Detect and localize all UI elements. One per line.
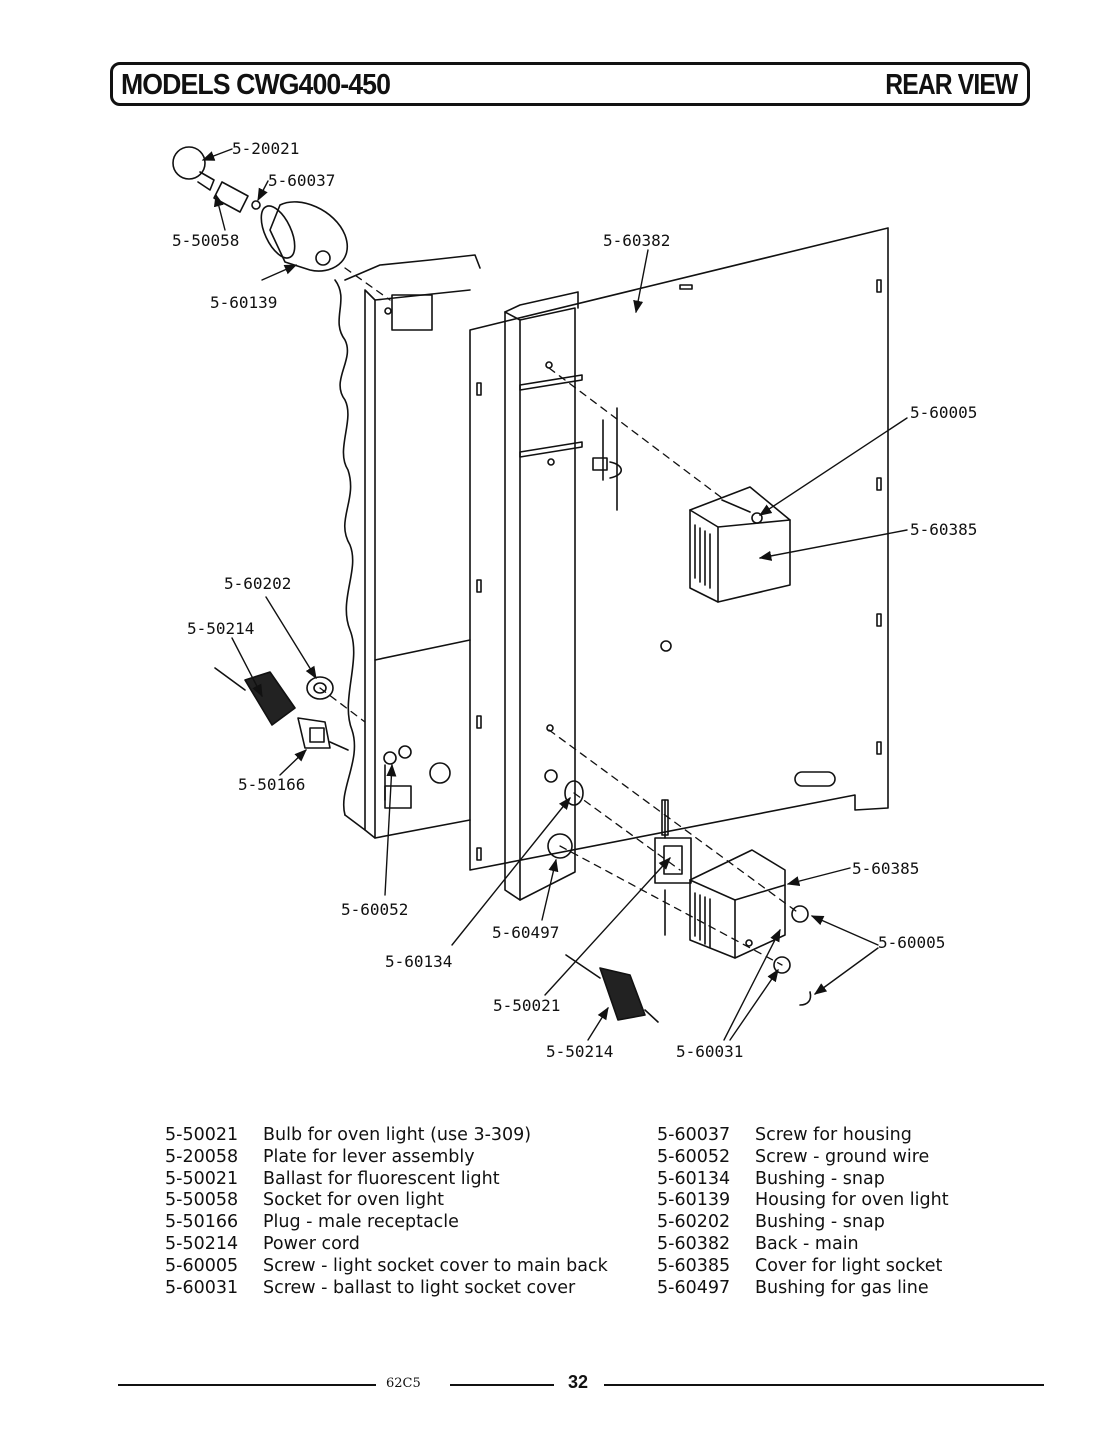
part-number: 5-20058 — [165, 1146, 239, 1167]
part-number: 5-60031 — [165, 1277, 239, 1298]
part-number: 5-50021 — [165, 1125, 239, 1145]
part-number: 5-50058 — [165, 1190, 239, 1211]
part-number: 5-50166 — [165, 1212, 239, 1233]
part-description: Ballast for fluorescent light — [263, 1168, 500, 1189]
callout-label: 5-60031 — [676, 1042, 743, 1061]
footer-rule-middle — [450, 1384, 554, 1386]
part-description: Housing for oven light — [755, 1190, 949, 1211]
part-number: 5-60497 — [657, 1277, 731, 1298]
parts-row: 5-50058 Socket for oven light — [165, 1190, 615, 1212]
callout-label: 5-50021 — [493, 996, 560, 1015]
parts-row: 5-60382 Back - main — [657, 1234, 1017, 1256]
parts-row: 5-60497 Bushing for gas line — [657, 1278, 1017, 1300]
parts-row: 5-50166 Plug - male receptacle — [165, 1212, 615, 1234]
footer-code: 62C5 — [386, 1376, 421, 1391]
callout-label: 5-60385 — [910, 520, 977, 539]
part-description: Plug - male receptacle — [263, 1212, 459, 1233]
part-number: 5-60037 — [657, 1125, 731, 1145]
part-description: Back - main — [755, 1233, 859, 1254]
part-description: Screw for housing — [755, 1125, 912, 1145]
part-description: Bulb for oven light (use 3-309) — [263, 1125, 532, 1145]
part-number: 5-60052 — [657, 1146, 731, 1167]
parts-row: 5-20058 Plate for lever assembly — [165, 1147, 615, 1169]
callout-label: 5-50166 — [238, 775, 305, 794]
callout-label: 5-60385 — [852, 859, 919, 878]
callout-label: 5-60202 — [224, 574, 291, 593]
callout-label: 5-60052 — [341, 900, 408, 919]
lower-ballast-cover — [654, 799, 809, 974]
part-description: Plate for lever assembly — [263, 1146, 475, 1167]
page-number: 32 — [568, 1372, 589, 1392]
callout-label: 5-60134 — [385, 952, 452, 971]
part-description: Bushing - snap — [755, 1212, 885, 1233]
part-number: 5-60202 — [657, 1212, 731, 1233]
parts-list-right: 5-60037 Screw for housing 5-60052 Screw - … — [657, 1125, 1017, 1299]
part-number: 5-60385 — [657, 1255, 731, 1276]
callout-label: 5-50058 — [172, 231, 239, 250]
parts-list-left: 5-50021 Bulb for oven light (use 3-309) 5… — [165, 1125, 615, 1299]
callout-label: 5-60382 — [603, 231, 670, 250]
parts-row: 5-60134 Bushing - snap — [657, 1169, 1017, 1191]
header-title: MODELS CWG400-450 — [121, 69, 391, 101]
parts-row: 5-60139 Housing for oven light — [657, 1190, 1017, 1212]
upper-ballast-cover — [689, 486, 791, 603]
callout-label: 5-60005 — [910, 403, 977, 422]
footer-rule-left — [118, 1384, 376, 1386]
lower-fittings — [564, 780, 812, 1023]
leader-arrows — [201, 148, 908, 1041]
exploded-diagram: 5-20021 5-60037 5-50058 5-60139 5-60382 … — [172, 139, 977, 1061]
part-number: 5-50021 — [165, 1168, 239, 1189]
part-description: Screw - ballast to light socket cover — [263, 1277, 576, 1298]
oven-light-housing — [172, 146, 348, 272]
callout-label: 5-60497 — [492, 923, 559, 942]
parts-row: 5-60202 Bushing - snap — [657, 1212, 1017, 1234]
part-description: Bushing - snap — [755, 1168, 885, 1189]
page-header: MODELS CWG400-450 REAR VIEW — [110, 62, 1030, 106]
parts-row: 5-60005 Screw - light socket cover to mai… — [165, 1256, 615, 1278]
callout-label: 5-60139 — [210, 293, 277, 312]
side-panel-fragment — [334, 254, 481, 839]
parts-row: 5-60052 Screw - ground wire — [657, 1147, 1017, 1169]
part-description: Power cord — [263, 1233, 360, 1254]
callout-label: 5-20021 — [232, 139, 299, 158]
callout-label: 5-60037 — [268, 171, 335, 190]
header-view-name: REAR VIEW — [884, 69, 1018, 101]
callout-label: 5-60005 — [878, 933, 945, 952]
parts-row: 5-60385 Cover for light socket — [657, 1256, 1017, 1278]
parts-row: 5-50214 Power cord — [165, 1234, 615, 1256]
callout-label: 5-50214 — [546, 1042, 613, 1061]
footer-rule-right — [604, 1384, 1044, 1386]
part-number: 5-60005 — [165, 1255, 239, 1276]
assembly-lines — [319, 267, 801, 966]
part-number: 5-50214 — [165, 1233, 239, 1254]
main-back-panel — [469, 227, 889, 901]
parts-row: 5-60031 Screw - ballast to light socket c… — [165, 1278, 615, 1300]
part-description: Socket for oven light — [263, 1190, 445, 1211]
part-description: Cover for light socket — [755, 1255, 943, 1276]
part-description: Bushing for gas line — [755, 1277, 929, 1298]
part-number: 5-60139 — [657, 1190, 731, 1211]
parts-row: 5-60037 Screw for housing — [657, 1125, 1017, 1147]
part-number: 5-60382 — [657, 1233, 731, 1254]
part-description: Screw - light socket cover to main back — [263, 1255, 608, 1276]
part-description: Screw - ground wire — [755, 1146, 930, 1167]
callout-label: 5-50214 — [187, 619, 254, 638]
part-number: 5-60134 — [657, 1168, 731, 1189]
parts-row: 5-50021 Bulb for oven light (use 3-309) — [165, 1125, 615, 1147]
parts-row: 5-50021 Ballast for fluorescent light — [165, 1169, 615, 1191]
